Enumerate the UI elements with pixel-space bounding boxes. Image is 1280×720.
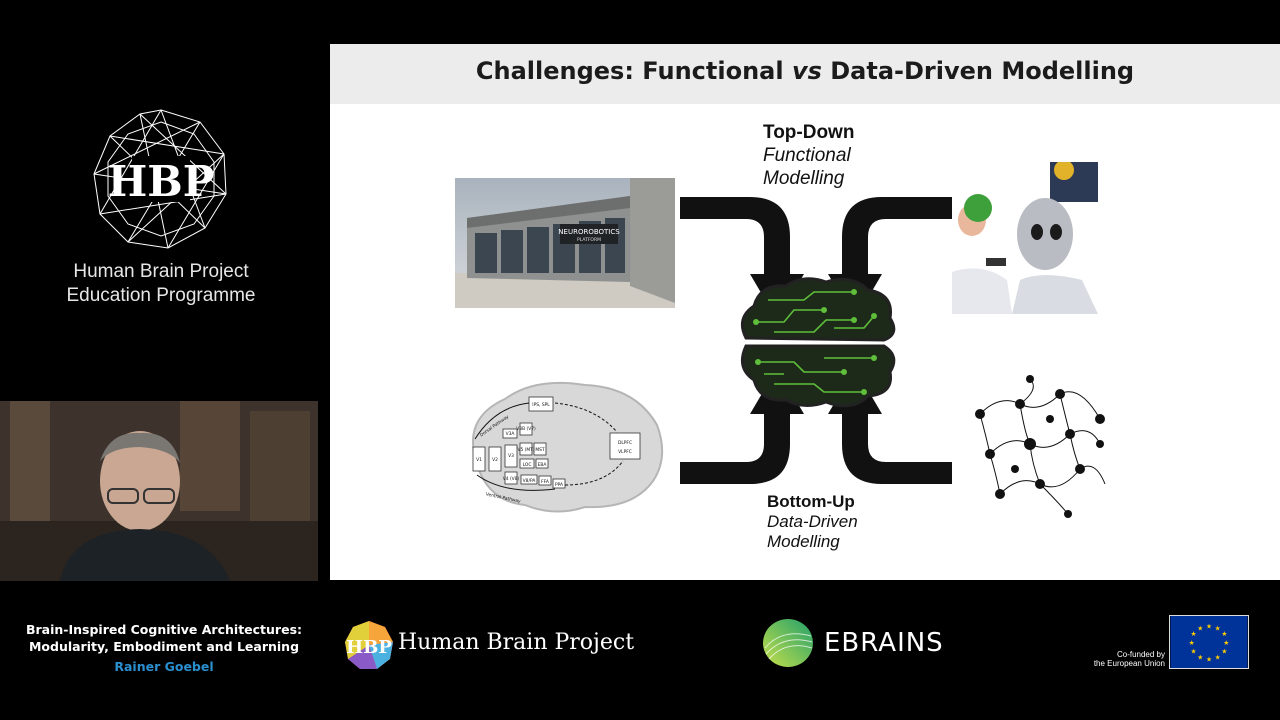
eu-line-2: the European Union bbox=[1093, 659, 1165, 668]
neuron-network-image bbox=[975, 375, 1106, 518]
svg-text:PPA: PPA bbox=[555, 482, 563, 488]
bottom-up-line2: Modelling bbox=[767, 532, 840, 551]
svg-text:★: ★ bbox=[1221, 648, 1227, 656]
svg-text:IPS, SPL: IPS, SPL bbox=[532, 402, 550, 408]
presenter-webcam bbox=[0, 401, 318, 581]
svg-text:★: ★ bbox=[1189, 639, 1195, 647]
svg-text:V3: V3 bbox=[508, 453, 514, 459]
svg-text:VLPFC: VLPFC bbox=[618, 449, 632, 455]
svg-text:V1: V1 bbox=[476, 457, 482, 463]
course-author: Rainer Goebel bbox=[114, 659, 214, 674]
svg-text:★: ★ bbox=[1215, 624, 1221, 632]
svg-text:★: ★ bbox=[1206, 623, 1212, 631]
svg-text:V5 (MT): V5 (MT) bbox=[517, 447, 534, 453]
course-title: Brain-Inspired Cognitive Architectures: … bbox=[14, 621, 314, 675]
icub-robot-image bbox=[952, 162, 1098, 314]
org-line-2: Education Programme bbox=[66, 285, 256, 306]
slide-title: Challenges: Functional vs Data-Driven Mo… bbox=[475, 57, 1135, 85]
ebrains-name: EBRAINS bbox=[824, 628, 944, 658]
svg-text:V4 (V8): V4 (V8) bbox=[503, 476, 520, 482]
svg-text:EBA: EBA bbox=[538, 462, 547, 468]
presenter-video bbox=[0, 401, 318, 581]
svg-text:LOC: LOC bbox=[523, 462, 532, 468]
top-down-line1: Functional bbox=[763, 145, 851, 166]
svg-text:PLATFORM: PLATFORM bbox=[577, 237, 601, 243]
top-down-heading: Top-Down bbox=[763, 122, 855, 143]
svg-text:★: ★ bbox=[1197, 624, 1203, 632]
hbp-footer-name: Human Brain Project bbox=[398, 630, 635, 655]
bottom-up-line1: Data-Driven bbox=[767, 512, 858, 531]
svg-text:★: ★ bbox=[1191, 648, 1197, 656]
svg-text:HBP: HBP bbox=[108, 157, 215, 206]
slide: Challenges: Functional vs Data-Driven Mo… bbox=[330, 44, 1280, 580]
svg-text:★: ★ bbox=[1197, 653, 1203, 661]
eu-cofunded-text: Co-funded by the European Union bbox=[1060, 650, 1165, 668]
org-line-1: Human Brain Project bbox=[73, 261, 249, 282]
svg-text:★: ★ bbox=[1215, 653, 1221, 661]
bottom-up-caption: Bottom-Up Data-Driven Modelling bbox=[767, 492, 858, 552]
hbp-logo: HBP bbox=[93, 109, 227, 249]
eu-line-1: Co-funded by bbox=[1116, 650, 1165, 659]
course-line-2: Modularity, Embodiment and Learning bbox=[28, 639, 300, 654]
circuit-brain-icon bbox=[740, 277, 896, 408]
svg-text:HBP: HBP bbox=[346, 637, 392, 658]
top-down-line2: Modelling bbox=[763, 168, 845, 189]
svg-text:V3B (V7): V3B (V7) bbox=[516, 426, 536, 432]
course-line-1: Brain-Inspired Cognitive Architectures: bbox=[25, 622, 303, 637]
neurorobotics-building-image: NEUROROBOTICS PLATFORM bbox=[455, 178, 675, 308]
hbp-education-label: Human Brain Project Education Programme bbox=[40, 260, 282, 308]
bottom-up-heading: Bottom-Up bbox=[767, 492, 855, 511]
top-down-caption: Top-Down Functional Modelling bbox=[763, 121, 854, 190]
svg-text:★: ★ bbox=[1191, 630, 1197, 638]
slide-header: Challenges: Functional vs Data-Driven Mo… bbox=[330, 44, 1280, 104]
svg-text:DLPFC: DLPFC bbox=[618, 440, 632, 446]
svg-text:★: ★ bbox=[1221, 630, 1227, 638]
svg-text:NEUROROBOTICS: NEUROROBOTICS bbox=[558, 228, 620, 236]
svg-text:MST: MST bbox=[535, 447, 545, 453]
hbp-color-logo: HBP bbox=[345, 621, 393, 669]
svg-text:V8/PA: V8/PA bbox=[523, 478, 536, 484]
svg-text:V2: V2 bbox=[492, 457, 498, 463]
visual-pathway-brain-map: IPS, SPL V3A V3B (V7) DLPFC VLPFC V1 V2 … bbox=[472, 381, 664, 513]
svg-text:★: ★ bbox=[1206, 655, 1212, 663]
eu-flag-icon: ★★★★ ★★★★ ★★★★ bbox=[1169, 615, 1249, 669]
svg-text:V3A: V3A bbox=[506, 431, 515, 437]
ebrains-logo bbox=[763, 619, 813, 667]
svg-text:★: ★ bbox=[1223, 639, 1229, 647]
svg-text:FFA: FFA bbox=[541, 479, 549, 485]
